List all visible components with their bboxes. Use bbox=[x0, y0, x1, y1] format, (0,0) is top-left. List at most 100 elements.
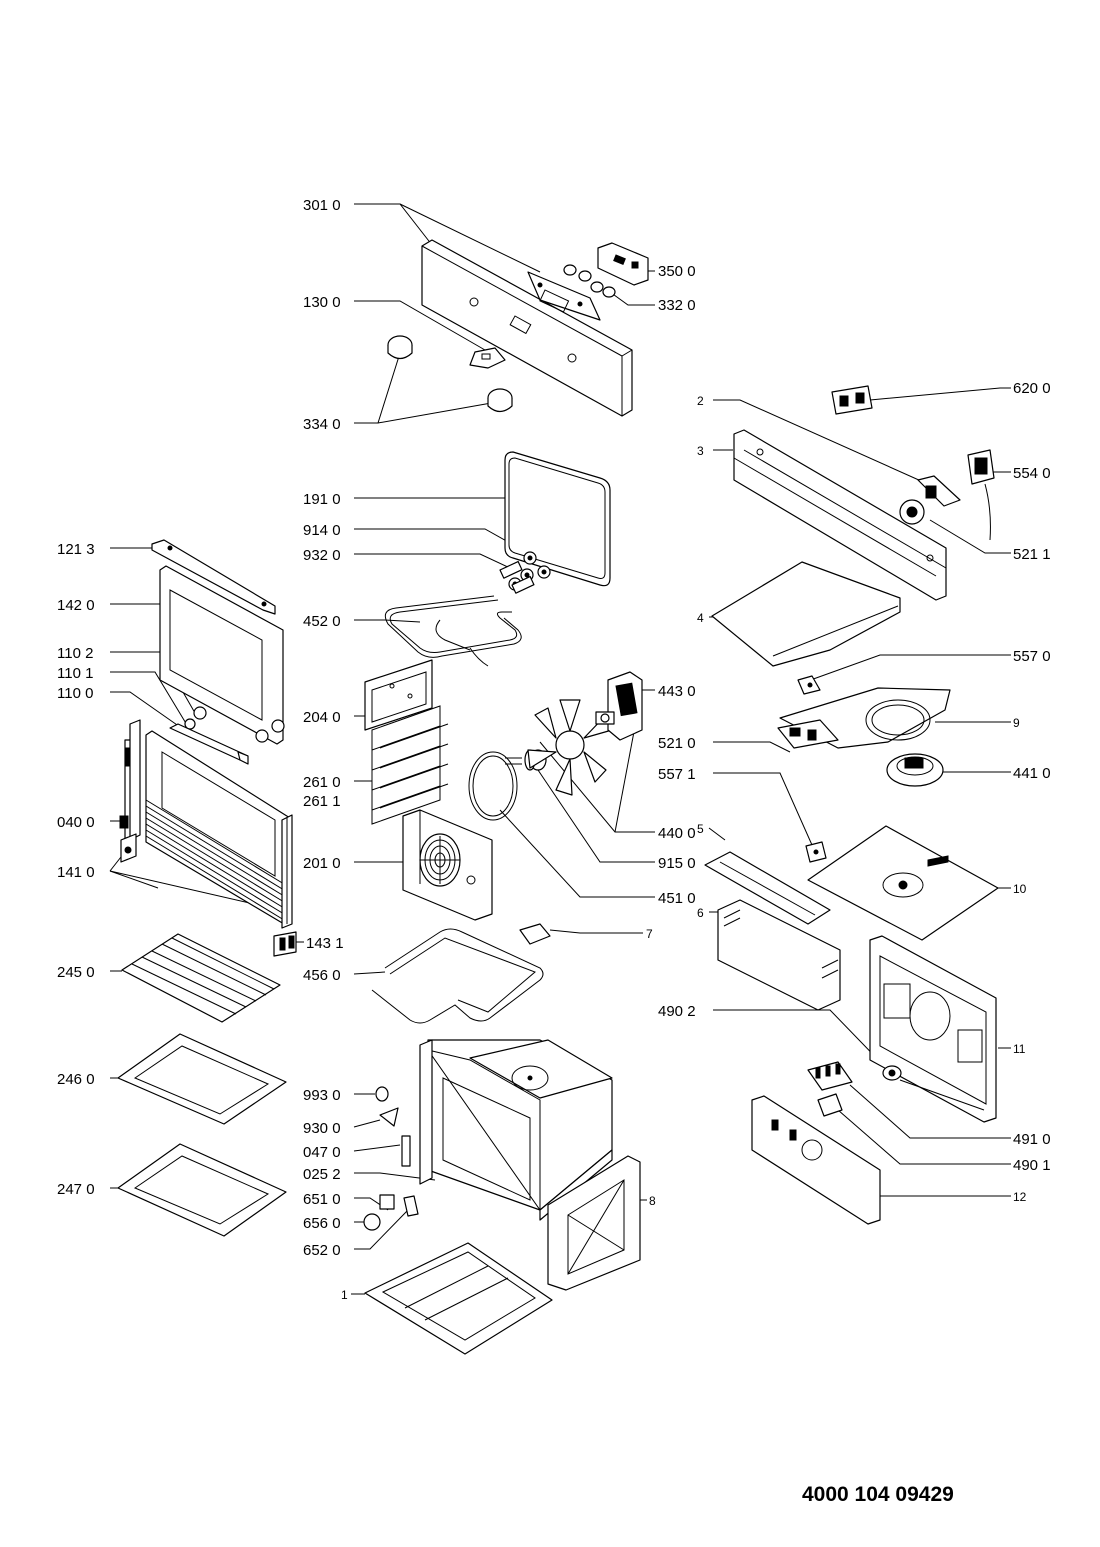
label-10: 10 bbox=[1013, 882, 1027, 896]
fan-cover-frame bbox=[364, 659, 433, 731]
label-651-0: 651 0 bbox=[303, 1191, 341, 1208]
label-656-0: 656 0 bbox=[303, 1215, 341, 1232]
air-duct-bracket bbox=[717, 899, 841, 1011]
top-cover-plate bbox=[711, 561, 901, 667]
door-top-trim bbox=[151, 539, 276, 615]
label-930-0: 930 0 bbox=[303, 1120, 341, 1137]
label-334-0: 334 0 bbox=[303, 416, 341, 433]
label-110-1: 110 1 bbox=[57, 665, 93, 682]
label-8: 8 bbox=[649, 1194, 656, 1208]
label-491-0: 491 0 bbox=[1013, 1131, 1051, 1148]
label-301-0: 301 0 bbox=[303, 197, 341, 214]
callout-labels: 301 0 350 0 332 0 130 0 334 0 620 0 2 3 … bbox=[57, 197, 1051, 1302]
label-143-1: 143 1 bbox=[306, 935, 344, 952]
oven-gasket bbox=[504, 451, 611, 587]
cooling-duct bbox=[704, 851, 831, 925]
label-246-0: 246 0 bbox=[57, 1071, 95, 1088]
label-11: 11 bbox=[1013, 1042, 1026, 1056]
label-915-0: 915 0 bbox=[658, 855, 696, 872]
label-452-0: 452 0 bbox=[303, 613, 341, 630]
terminal-block bbox=[807, 1061, 853, 1091]
label-191-0: 191 0 bbox=[303, 491, 341, 508]
door-inner-glass bbox=[159, 565, 284, 745]
element-connector bbox=[499, 560, 535, 594]
wire-shelf bbox=[121, 933, 281, 1023]
door-side-profile-left bbox=[129, 719, 141, 841]
label-350-0: 350 0 bbox=[658, 263, 696, 280]
door-outer-panel bbox=[145, 730, 291, 925]
label-521-1: 521 1 bbox=[1013, 546, 1051, 563]
label-1: 1 bbox=[341, 1288, 348, 1302]
label-3: 3 bbox=[697, 444, 704, 458]
label-490-1: 490 1 bbox=[1013, 1157, 1051, 1174]
label-6: 6 bbox=[697, 906, 704, 920]
document-code: 4000 104 09429 bbox=[802, 1483, 954, 1506]
oven-cover-bottom bbox=[364, 1242, 553, 1355]
label-932-0: 932 0 bbox=[303, 547, 341, 564]
bottom-heating-element bbox=[371, 923, 551, 1024]
label-2: 2 bbox=[697, 394, 704, 408]
label-141-0: 141 0 bbox=[57, 864, 95, 881]
label-047-0: 047 0 bbox=[303, 1144, 341, 1161]
label-121-3: 121 3 bbox=[57, 541, 95, 558]
control-panel bbox=[421, 239, 633, 417]
label-914-0: 914 0 bbox=[303, 522, 341, 539]
label-440-0: 440 0 bbox=[658, 825, 696, 842]
small-fittings bbox=[363, 1086, 419, 1231]
label-201-0: 201 0 bbox=[303, 855, 341, 872]
pilot-lamp bbox=[882, 1065, 902, 1081]
label-025-2: 025 2 bbox=[303, 1166, 341, 1183]
label-7: 7 bbox=[646, 927, 653, 941]
label-110-0: 110 0 bbox=[57, 685, 93, 702]
label-554-0: 554 0 bbox=[1013, 465, 1051, 482]
thermostat bbox=[967, 449, 995, 541]
label-332-0: 332 0 bbox=[658, 297, 696, 314]
electronic-board bbox=[527, 271, 601, 321]
label-9: 9 bbox=[1013, 716, 1020, 730]
thermal-cutout-2 bbox=[805, 841, 827, 863]
side-panel-right bbox=[547, 1155, 641, 1291]
thermal-cutout bbox=[797, 675, 821, 695]
fan-motor-unit bbox=[899, 499, 925, 525]
door-latch bbox=[273, 931, 297, 957]
push-buttons bbox=[563, 264, 616, 298]
door-switch bbox=[817, 1093, 843, 1117]
label-204-0: 204 0 bbox=[303, 709, 341, 726]
side-shelf-supports bbox=[371, 705, 449, 825]
relay-block bbox=[917, 475, 961, 507]
baking-tray bbox=[117, 1033, 287, 1125]
label-247-0: 247 0 bbox=[57, 1181, 95, 1198]
door-side-profile-right bbox=[281, 814, 293, 929]
label-261-0: 261 0 bbox=[303, 774, 341, 791]
upper-back-rail bbox=[733, 429, 947, 601]
label-456-0: 456 0 bbox=[303, 967, 341, 984]
deep-tray bbox=[117, 1143, 287, 1237]
panel-bracket bbox=[469, 347, 506, 369]
label-110-2: 110 2 bbox=[57, 645, 93, 662]
label-441-0: 441 0 bbox=[1013, 765, 1051, 782]
label-620-0: 620 0 bbox=[1013, 380, 1051, 397]
display-module bbox=[597, 242, 649, 286]
electronic-control-unit bbox=[831, 385, 873, 415]
label-245-0: 245 0 bbox=[57, 964, 95, 981]
label-040-0: 040 0 bbox=[57, 814, 95, 831]
rear-panel bbox=[869, 935, 997, 1123]
label-12: 12 bbox=[1013, 1190, 1027, 1204]
fan-cover-top bbox=[807, 825, 999, 941]
hinge-block bbox=[120, 833, 137, 863]
knob-2 bbox=[487, 388, 513, 413]
label-4: 4 bbox=[697, 611, 704, 625]
label-557-0: 557 0 bbox=[1013, 648, 1051, 665]
label-993-0: 993 0 bbox=[303, 1087, 341, 1104]
front-bottom-panel bbox=[751, 1095, 881, 1225]
label-652-0: 652 0 bbox=[303, 1242, 341, 1259]
oven-cavity bbox=[419, 1039, 613, 1221]
rear-fan-panel bbox=[402, 809, 493, 921]
label-142-0: 142 0 bbox=[57, 597, 95, 614]
label-5: 5 bbox=[697, 822, 704, 836]
label-443-0: 443 0 bbox=[658, 683, 696, 700]
label-451-0: 451 0 bbox=[658, 890, 696, 907]
glass-retainer bbox=[169, 723, 249, 765]
fan-motor bbox=[595, 671, 643, 741]
